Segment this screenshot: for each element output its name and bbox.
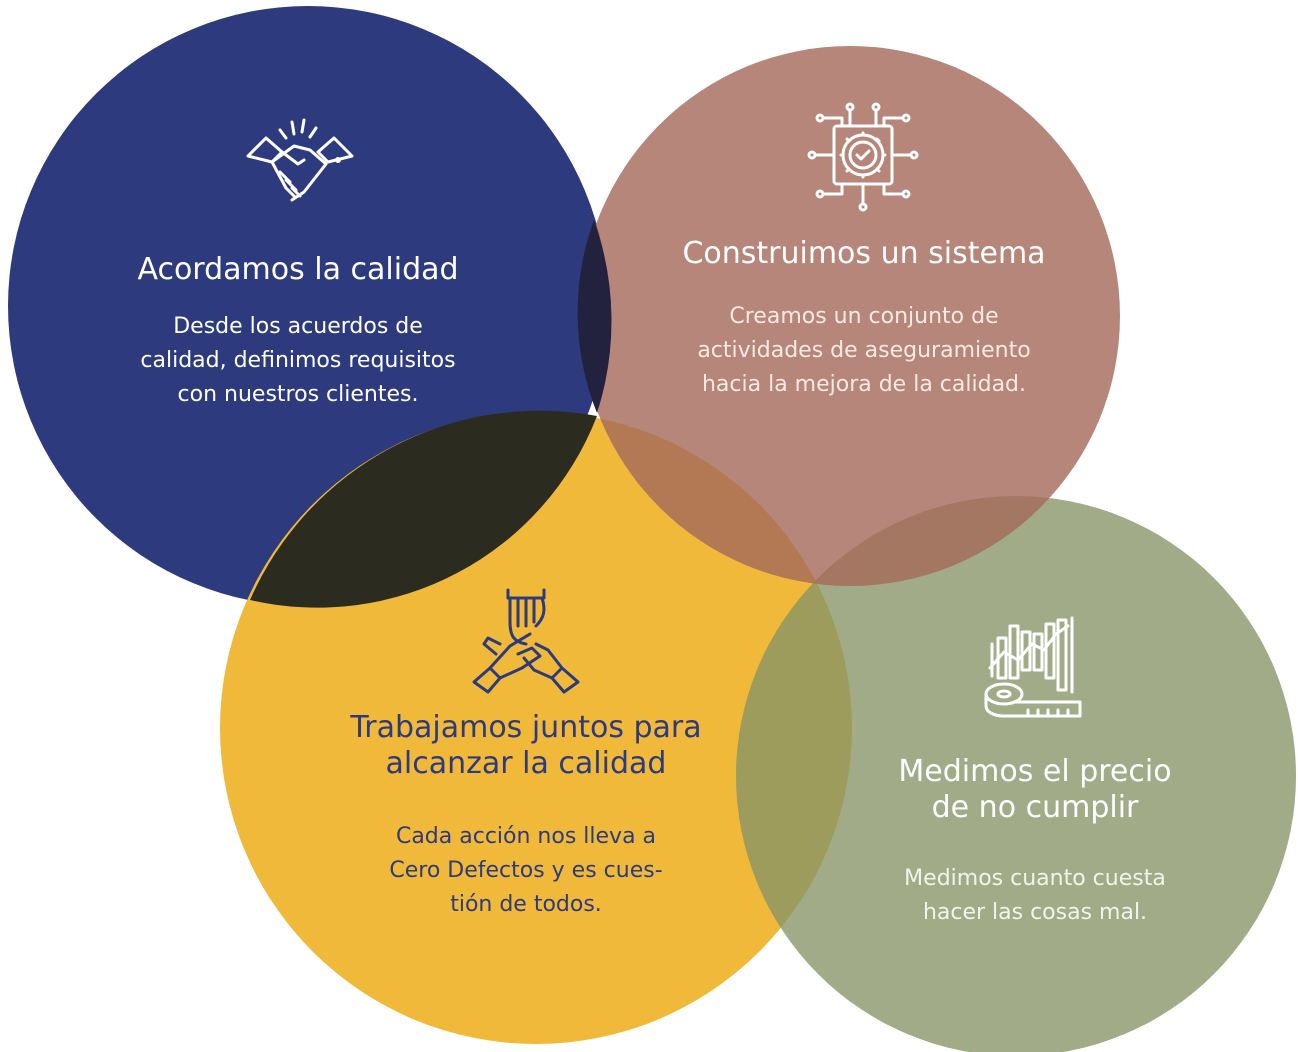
desc-system: Creamos un conjunto de actividades de as…	[634, 300, 1094, 402]
desc-agree: Desde los acuerdos de calidad, definimos…	[78, 310, 518, 412]
desc-agree-line-1: Desde los acuerdos de	[173, 314, 423, 339]
chart-tape-measure-icon	[984, 614, 1086, 722]
block-measure: Medimos el precio de no cumplir Medimos …	[820, 754, 1250, 930]
overlap-agree-system	[577, 220, 612, 413]
gear-circuit-icon	[806, 100, 920, 212]
block-together: Trabajamos juntos para alcanzar la calid…	[296, 710, 756, 922]
circle-system	[580, 46, 1120, 586]
desc-together-line-2: Cero Defectos y es cues-	[389, 858, 663, 883]
title-measure: Medimos el precio de no cumplir	[820, 754, 1250, 826]
title-system: Construimos un sistema	[682, 236, 1046, 271]
desc-agree-line-3: con nuestros clientes.	[177, 382, 419, 407]
title-together-line-2: alcanzar la calidad	[385, 746, 667, 781]
desc-measure-line-1: Medimos cuanto cuesta	[904, 866, 1166, 891]
stacked-hands-icon	[470, 586, 582, 698]
title-together: Trabajamos juntos para alcanzar la calid…	[296, 710, 756, 782]
title-together-line-1: Trabajamos juntos para	[350, 710, 702, 745]
desc-together: Cada acción nos lleva a Cero Defectos y …	[296, 820, 756, 922]
block-agree: Acordamos la calidad Desde los acuerdos …	[78, 252, 518, 412]
desc-system-line-2: actividades de aseguramiento	[697, 338, 1031, 363]
desc-measure: Medimos cuanto cuesta hacer las cosas ma…	[820, 862, 1250, 930]
desc-system-line-3: hacia la mejora de la calidad.	[701, 372, 1027, 397]
handshake-icon	[242, 116, 358, 216]
desc-measure-line-2: hacer las cosas mal.	[922, 900, 1148, 925]
desc-together-line-3: tión de todos.	[450, 892, 602, 917]
desc-agree-line-2: calidad, definimos requisitos	[140, 348, 456, 373]
desc-system-line-1: Creamos un conjunto de	[729, 304, 999, 329]
circle-measure	[736, 496, 1296, 1052]
block-system: Construimos un sistema Creamos un conjun…	[634, 236, 1094, 402]
overlap-agree-together	[250, 410, 597, 608]
desc-together-line-1: Cada acción nos lleva a	[395, 824, 657, 849]
title-measure-line-1: Medimos el precio	[898, 754, 1172, 789]
title-measure-line-2: de no cumplir	[931, 790, 1139, 825]
title-agree: Acordamos la calidad	[137, 252, 459, 287]
